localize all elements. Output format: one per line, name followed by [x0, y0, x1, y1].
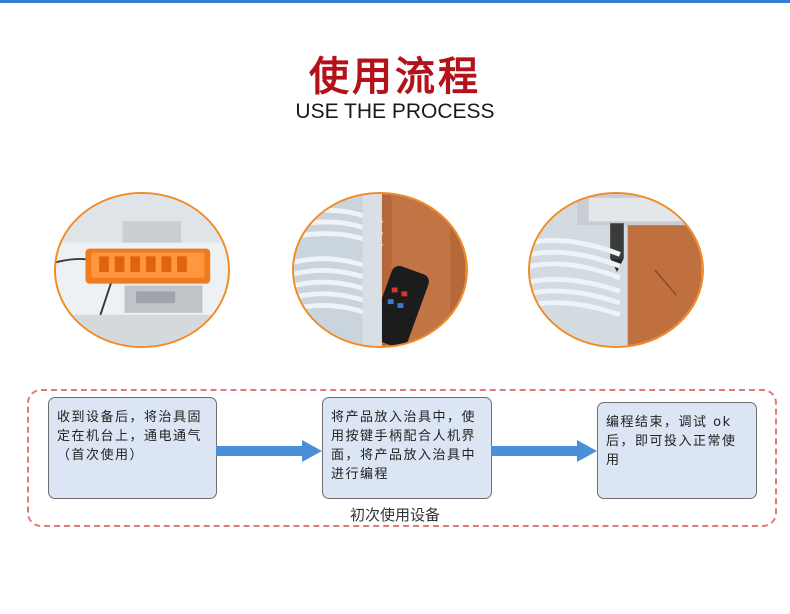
arrow-right-icon [216, 440, 322, 462]
step-3-box: 编程结束，调试 ok 后，即可投入正常使用 [597, 402, 757, 499]
top-accent-bar [0, 0, 790, 3]
step-1-box: 收到设备后，将治具固定在机台上，通电通气（首次使用） [48, 397, 217, 499]
arrow-right-icon [491, 440, 597, 462]
step-2-box: 将产品放入治具中，使用按键手柄配合人机界面，将产品放入治具中进行编程 [322, 397, 492, 499]
cable-programming-photo [292, 192, 468, 348]
flow-caption: 初次使用设备 [349, 506, 440, 524]
fixture-on-machine-photo [54, 192, 230, 348]
flow-frame [27, 389, 777, 527]
page-subtitle: USE THE PROCESS [295, 100, 495, 123]
page-title: 使用流程 [309, 54, 481, 100]
probe-test-photo [528, 192, 704, 348]
